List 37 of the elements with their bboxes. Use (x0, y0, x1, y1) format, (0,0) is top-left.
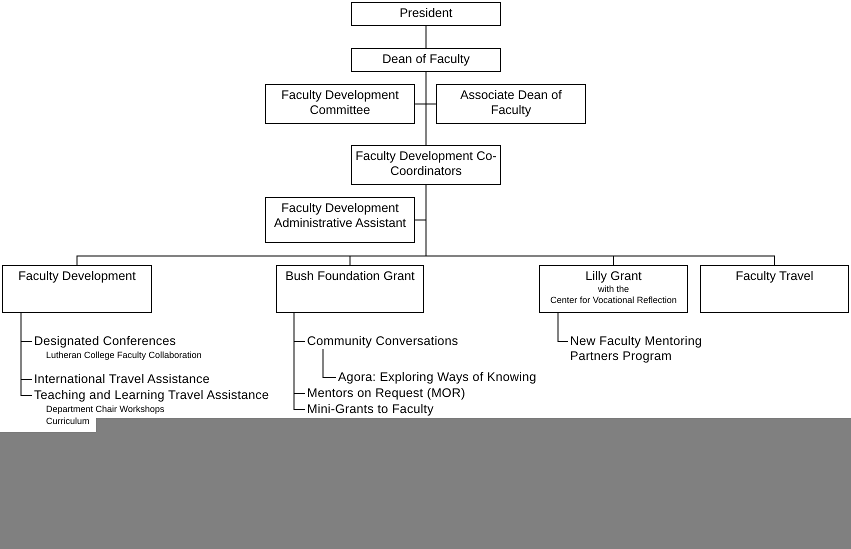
org-box (351, 145, 501, 185)
box-title: Associate Dean of Faculty (459, 88, 563, 118)
box-note: Center for Vocational Reflection (550, 295, 677, 306)
program-item: Mini-Grants to Faculty (307, 402, 434, 417)
org-box (2, 265, 152, 313)
program-item: International Travel Assistance (34, 372, 210, 387)
box-title: President (398, 6, 454, 21)
box-title: Faculty Development Administrative Assistant (273, 201, 407, 231)
box-title: Faculty Development Committee (280, 88, 400, 118)
connector-line (294, 312, 306, 410)
program-item: New Faculty Mentoring Partners Program (570, 334, 704, 364)
connector-line (322, 348, 336, 378)
box-title: Faculty Travel (734, 269, 814, 284)
program-item: Designated Conferences (34, 334, 177, 349)
org-box (436, 84, 586, 124)
program-subitem: Curriculum (46, 415, 91, 427)
org-box (539, 265, 688, 313)
box-note: with the (598, 284, 630, 295)
program-subitem: Department Chair Workshops (46, 403, 166, 415)
connector-line (20, 312, 32, 396)
box-title: Faculty Development (17, 269, 137, 284)
org-box (276, 265, 424, 313)
box-title: Bush Foundation Grant (284, 269, 416, 284)
org-box (351, 2, 501, 26)
org-box (265, 84, 415, 124)
program-subitem: Lutheran College Faculty Collaboration (46, 349, 202, 361)
program-item: Community Conversations (307, 334, 458, 349)
connector-line (558, 312, 568, 342)
box-title: Lilly Grant (584, 269, 643, 284)
box-title: Dean of Faculty (381, 52, 471, 67)
program-item: Agora: Exploring Ways of Knowing (338, 370, 536, 385)
org-box (700, 265, 849, 313)
org-box (265, 197, 415, 243)
program-item: Mentors on Request (MOR) (307, 386, 466, 401)
box-title: Faculty Development Co-Coordinators (354, 149, 498, 179)
program-item: Teaching and Learning Travel Assistance (34, 388, 270, 403)
org-box (351, 48, 501, 72)
